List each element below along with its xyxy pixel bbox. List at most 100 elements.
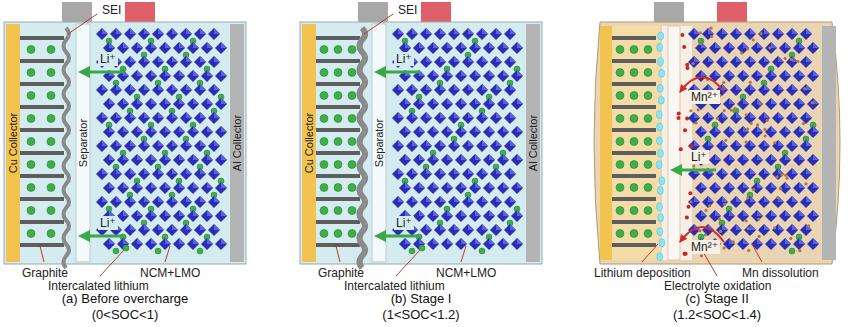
mn-ion xyxy=(683,252,687,256)
oxidation-product xyxy=(722,81,725,84)
oxidation-product xyxy=(752,188,755,191)
crystal-facet xyxy=(172,168,178,174)
crystal-facet xyxy=(214,56,220,62)
crystal-facet xyxy=(193,98,199,104)
lmo-crystal xyxy=(504,140,516,152)
lithium-ion xyxy=(197,248,203,254)
part-label: Mn²⁺ xyxy=(689,240,720,254)
leader-line xyxy=(68,14,97,34)
lmo-crystal xyxy=(215,238,227,250)
crystal-facet xyxy=(172,140,178,146)
lmo-crystal xyxy=(497,182,509,194)
lmo-crystal xyxy=(772,56,784,68)
crystal-facet xyxy=(468,56,474,62)
lmo-crystal xyxy=(702,28,714,40)
crystal-facet xyxy=(475,238,481,244)
crystal-facet xyxy=(482,140,488,146)
lmo-crystal xyxy=(448,112,460,124)
crystal-facet xyxy=(771,210,777,216)
graphite-layer xyxy=(612,151,656,155)
leader-line xyxy=(100,250,124,276)
lmo-crystal xyxy=(455,98,467,110)
lmo-crystal xyxy=(723,42,735,54)
crystal-facet xyxy=(482,28,488,34)
lmo-crystal xyxy=(413,154,425,166)
leader-line xyxy=(364,14,393,34)
lmo-crystal xyxy=(110,28,122,40)
lmo-crystal xyxy=(469,182,481,194)
crystal-facet xyxy=(771,98,777,104)
crystal-facet xyxy=(757,42,763,48)
lmo-crystal xyxy=(427,126,439,138)
lithium-ion xyxy=(348,46,356,54)
crystal-facet xyxy=(454,196,460,202)
crystal-facet xyxy=(475,182,481,188)
lmo-crystal xyxy=(406,28,418,40)
bar-label: Separator xyxy=(77,119,89,167)
lmo-crystal xyxy=(688,112,700,124)
lithium-ion xyxy=(644,92,652,100)
al-collector xyxy=(230,24,244,262)
lmo-crystal xyxy=(751,98,763,110)
bar-label: Cu Collector xyxy=(7,113,19,174)
crystal-facet xyxy=(419,182,425,188)
lithium-ion xyxy=(616,46,624,54)
oxidation-product xyxy=(689,109,692,112)
lmo-crystal xyxy=(173,70,185,82)
crystal-facet xyxy=(729,42,735,48)
crystal-facet xyxy=(426,224,432,230)
lithium-ion xyxy=(479,248,485,254)
lithium-deposit xyxy=(657,228,663,236)
crystal-facet xyxy=(158,140,164,146)
crystal-facet xyxy=(743,98,749,104)
lmo-crystal xyxy=(201,126,213,138)
lithium-ion xyxy=(630,69,638,77)
crystal-facet xyxy=(221,154,227,160)
lmo-crystal xyxy=(215,70,227,82)
lithium-ion xyxy=(27,92,35,100)
lmo-crystal xyxy=(751,126,763,138)
crystal-facet xyxy=(785,126,791,132)
lmo-crystal xyxy=(511,70,523,82)
lithium-ion xyxy=(320,115,328,123)
crystal-facet xyxy=(743,154,749,160)
crystal-facet xyxy=(694,196,700,202)
crystal-facet xyxy=(102,84,108,90)
crystal-facet xyxy=(116,84,122,90)
crystal-facet xyxy=(405,126,411,132)
lmo-crystal xyxy=(483,154,495,166)
lmo-crystal xyxy=(448,84,460,96)
crystal-facet xyxy=(440,56,446,62)
lithium-ion xyxy=(320,46,328,54)
lmo-crystal xyxy=(96,28,108,40)
lmo-crystal xyxy=(138,196,150,208)
crystal-facet xyxy=(165,182,171,188)
lmo-crystal xyxy=(427,182,439,194)
lmo-crystal xyxy=(434,168,446,180)
lmo-crystal xyxy=(173,126,185,138)
cu-collector xyxy=(302,24,316,262)
crystal-facet xyxy=(722,168,728,174)
oxidation-product xyxy=(803,87,806,90)
crystal-facet xyxy=(736,224,742,230)
crystal-facet xyxy=(722,56,728,62)
lmo-crystal xyxy=(490,196,502,208)
lmo-crystal xyxy=(392,28,404,40)
lmo-crystal xyxy=(497,42,509,54)
lithium-ion xyxy=(47,69,55,77)
oxidation-product xyxy=(752,38,755,41)
leader-line xyxy=(336,246,340,262)
li-arrow xyxy=(384,235,420,238)
lmo-crystal xyxy=(215,154,227,166)
lmo-crystal xyxy=(131,238,143,250)
lmo-crystal xyxy=(173,154,185,166)
mn-ion xyxy=(680,33,684,37)
lmo-crystal xyxy=(490,84,502,96)
oxidation-product xyxy=(699,31,702,34)
lmo-crystal xyxy=(441,70,453,82)
lmo-crystal xyxy=(765,42,777,54)
crystal-facet xyxy=(186,168,192,174)
crystal-facet xyxy=(398,196,404,202)
crystal-facet xyxy=(496,196,502,202)
lmo-crystal xyxy=(511,126,523,138)
